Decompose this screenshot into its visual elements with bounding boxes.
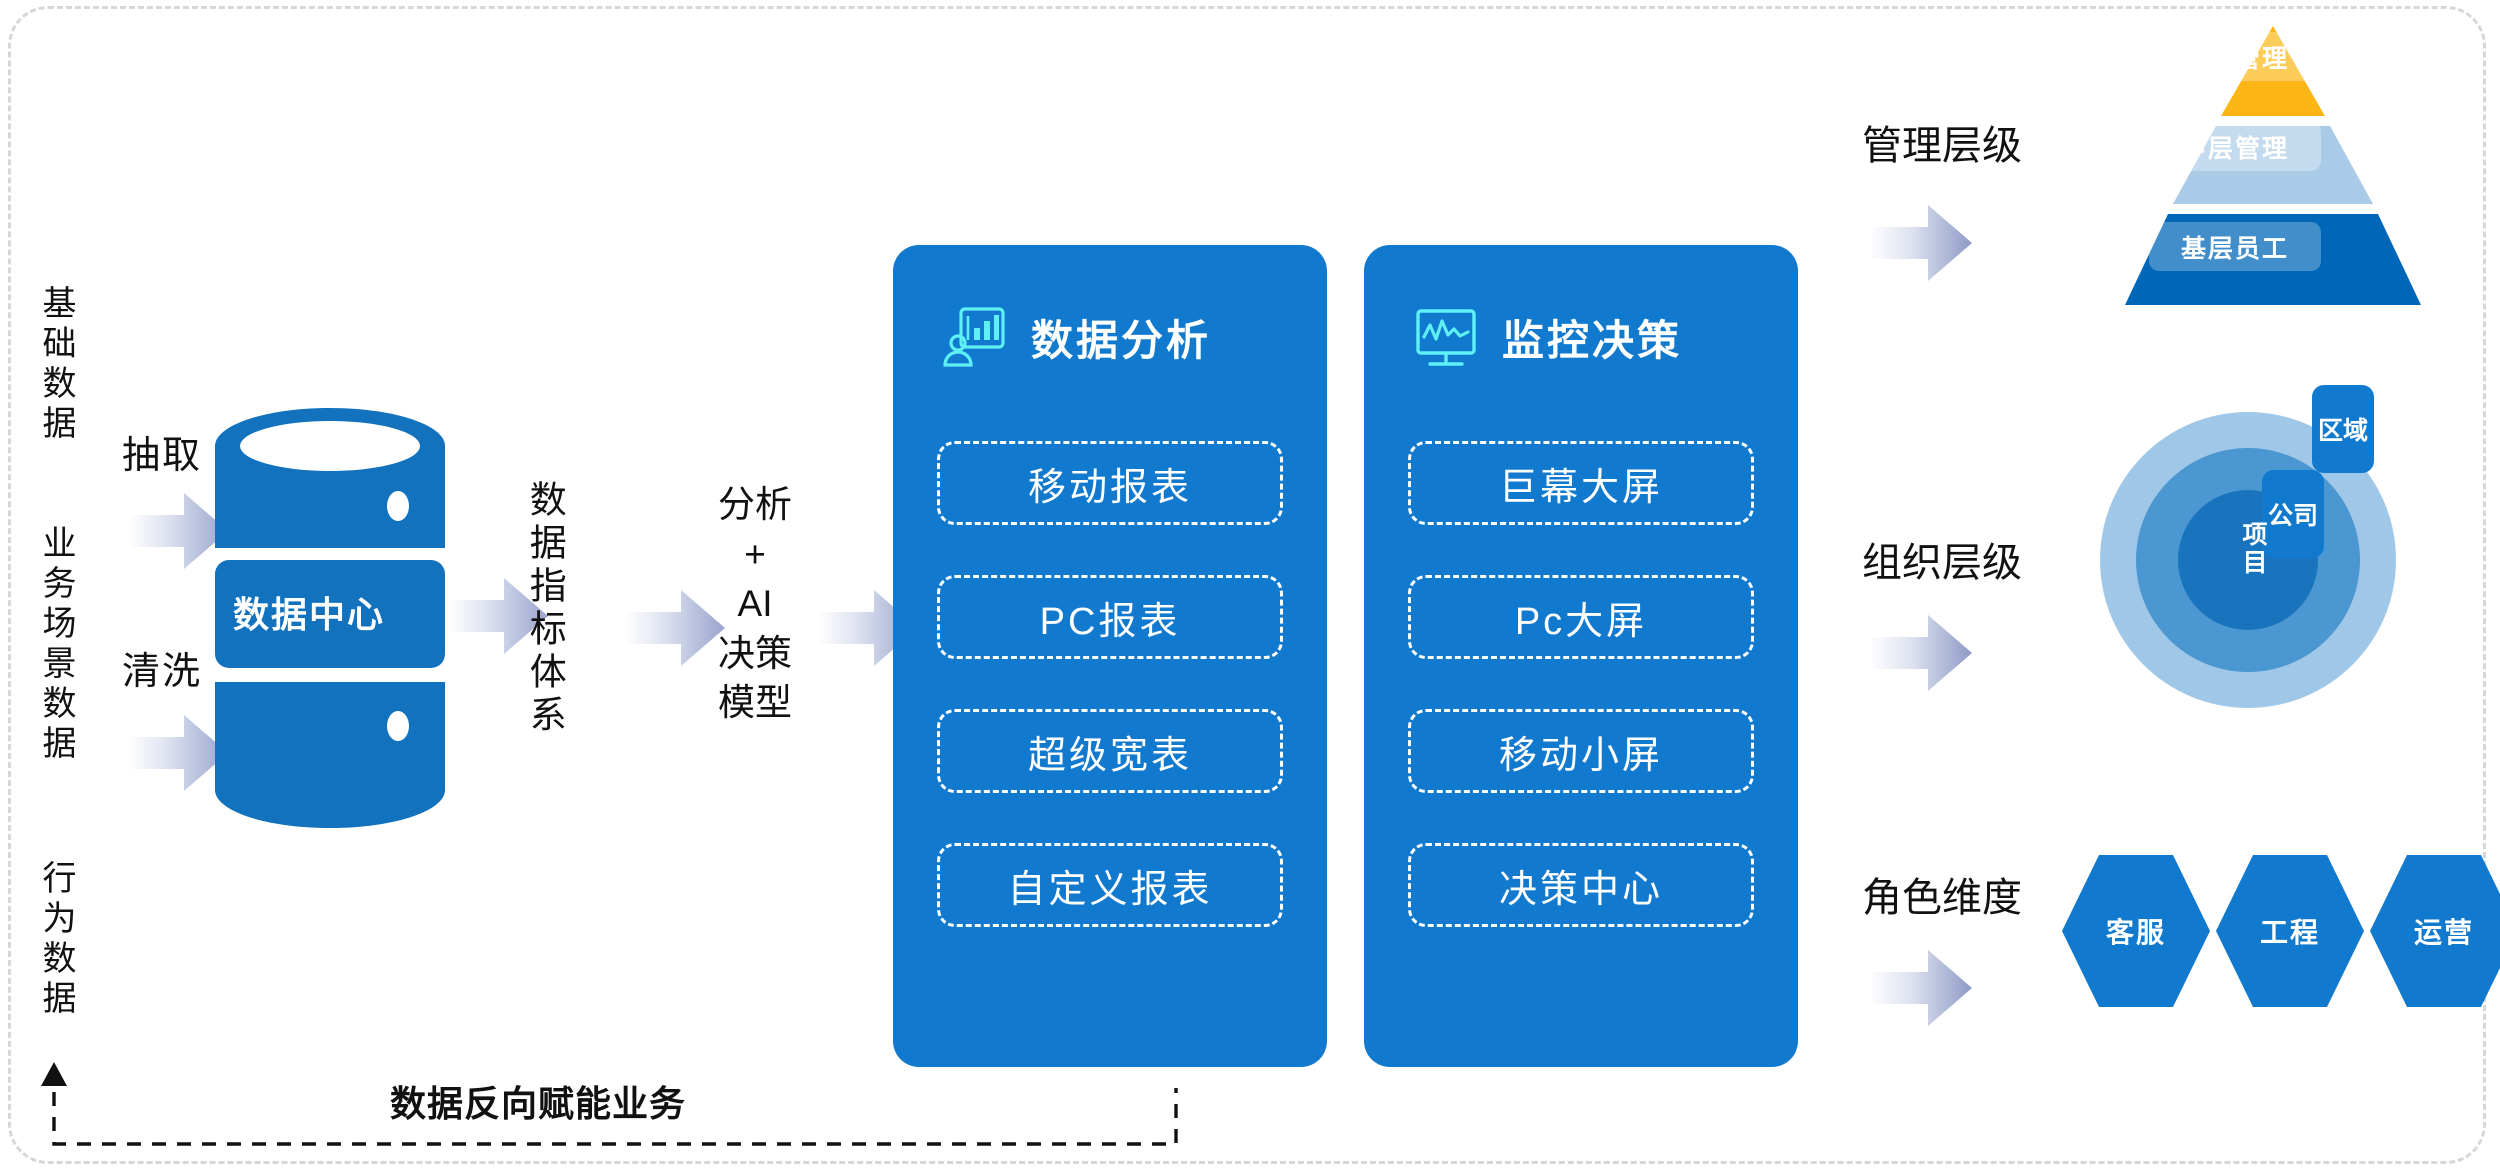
arrow-clean-to-datacenter [128, 715, 228, 791]
arrow-to-role-hexagons [1872, 950, 1972, 1026]
hex-customer-service[interactable]: 客服 [2062, 855, 2210, 1007]
chip-pc-big-screen[interactable]: Pc大屏 [1408, 575, 1754, 659]
chip-mobile-small-screen[interactable]: 移动小屏 [1408, 709, 1754, 793]
clean-label: 清洗 [122, 651, 203, 693]
outer-dashed-frame [8, 6, 2486, 1164]
hex-engineering[interactable]: 工程 [2216, 855, 2364, 1007]
source-label-business-scenario-data: 业务场景数据 [37, 525, 76, 765]
data-center-label: 数据中心 [233, 594, 386, 635]
analysis-ai-model-label: 分析 + AI 决策 模型 [718, 484, 792, 724]
panel-title-data-analysis: 数据分析 [1031, 316, 1212, 364]
arrow-extract-to-datacenter [128, 493, 228, 569]
chip-pc-report[interactable]: PC报表 [937, 575, 1283, 659]
pyramid-tag-middle-management[interactable]: 中层管理 [2149, 122, 2321, 171]
source-label-behavior-data: 行为数据 [37, 860, 76, 1020]
feedback-loop-path [41, 1062, 1178, 1146]
pyramid-tag-senior-management[interactable]: 高层管理 [2149, 32, 2321, 81]
chip-custom-report[interactable]: 自定义报表 [937, 843, 1283, 927]
panel-title-monitor-decision: 监控决策 [1502, 316, 1683, 364]
presentation-bar-chart-icon [943, 307, 1005, 367]
panel-data-analysis[interactable]: 数据分析 移动报表 PC报表 超级宽表 自定义报表 [893, 245, 1327, 1067]
section-label-role-dimension: 角色维度 [1862, 876, 2022, 920]
monitor-pulse-icon [1416, 309, 1476, 366]
management-pyramid [2125, 26, 2421, 305]
section-label-management-level: 管理层级 [1862, 124, 2022, 168]
org-tag-region[interactable]: 区域 [2312, 385, 2374, 473]
org-tag-project: 项目 [2239, 521, 2267, 577]
chip-decision-center[interactable]: 决策中心 [1408, 843, 1754, 927]
arrow-to-pyramid [1872, 205, 1972, 281]
chip-mobile-report[interactable]: 移动报表 [937, 441, 1283, 525]
arrow-to-org-circles [1872, 615, 1972, 691]
panel-monitor-decision[interactable]: 监控决策 巨幕大屏 Pc大屏 移动小屏 决策中心 [1364, 245, 1798, 1067]
pyramid-tag-frontline-staff[interactable]: 基层员工 [2149, 222, 2321, 271]
extract-label: 抽取 [122, 435, 203, 477]
source-label-basic-data: 基础数据 [37, 285, 76, 445]
chip-giant-screen[interactable]: 巨幕大屏 [1408, 441, 1754, 525]
chip-super-wide-table[interactable]: 超级宽表 [937, 709, 1283, 793]
metrics-system-label: 数据指标体系 [524, 480, 566, 738]
data-center-cylinder [215, 408, 445, 828]
org-tag-company[interactable]: 公司 [2262, 470, 2324, 558]
section-label-org-level: 组织层级 [1862, 541, 2022, 585]
arrow-metrics-to-model [625, 590, 725, 666]
feedback-loop-label: 数据反向赋能业务 [390, 1083, 687, 1124]
arrow-datacenter-to-metrics [448, 578, 548, 654]
